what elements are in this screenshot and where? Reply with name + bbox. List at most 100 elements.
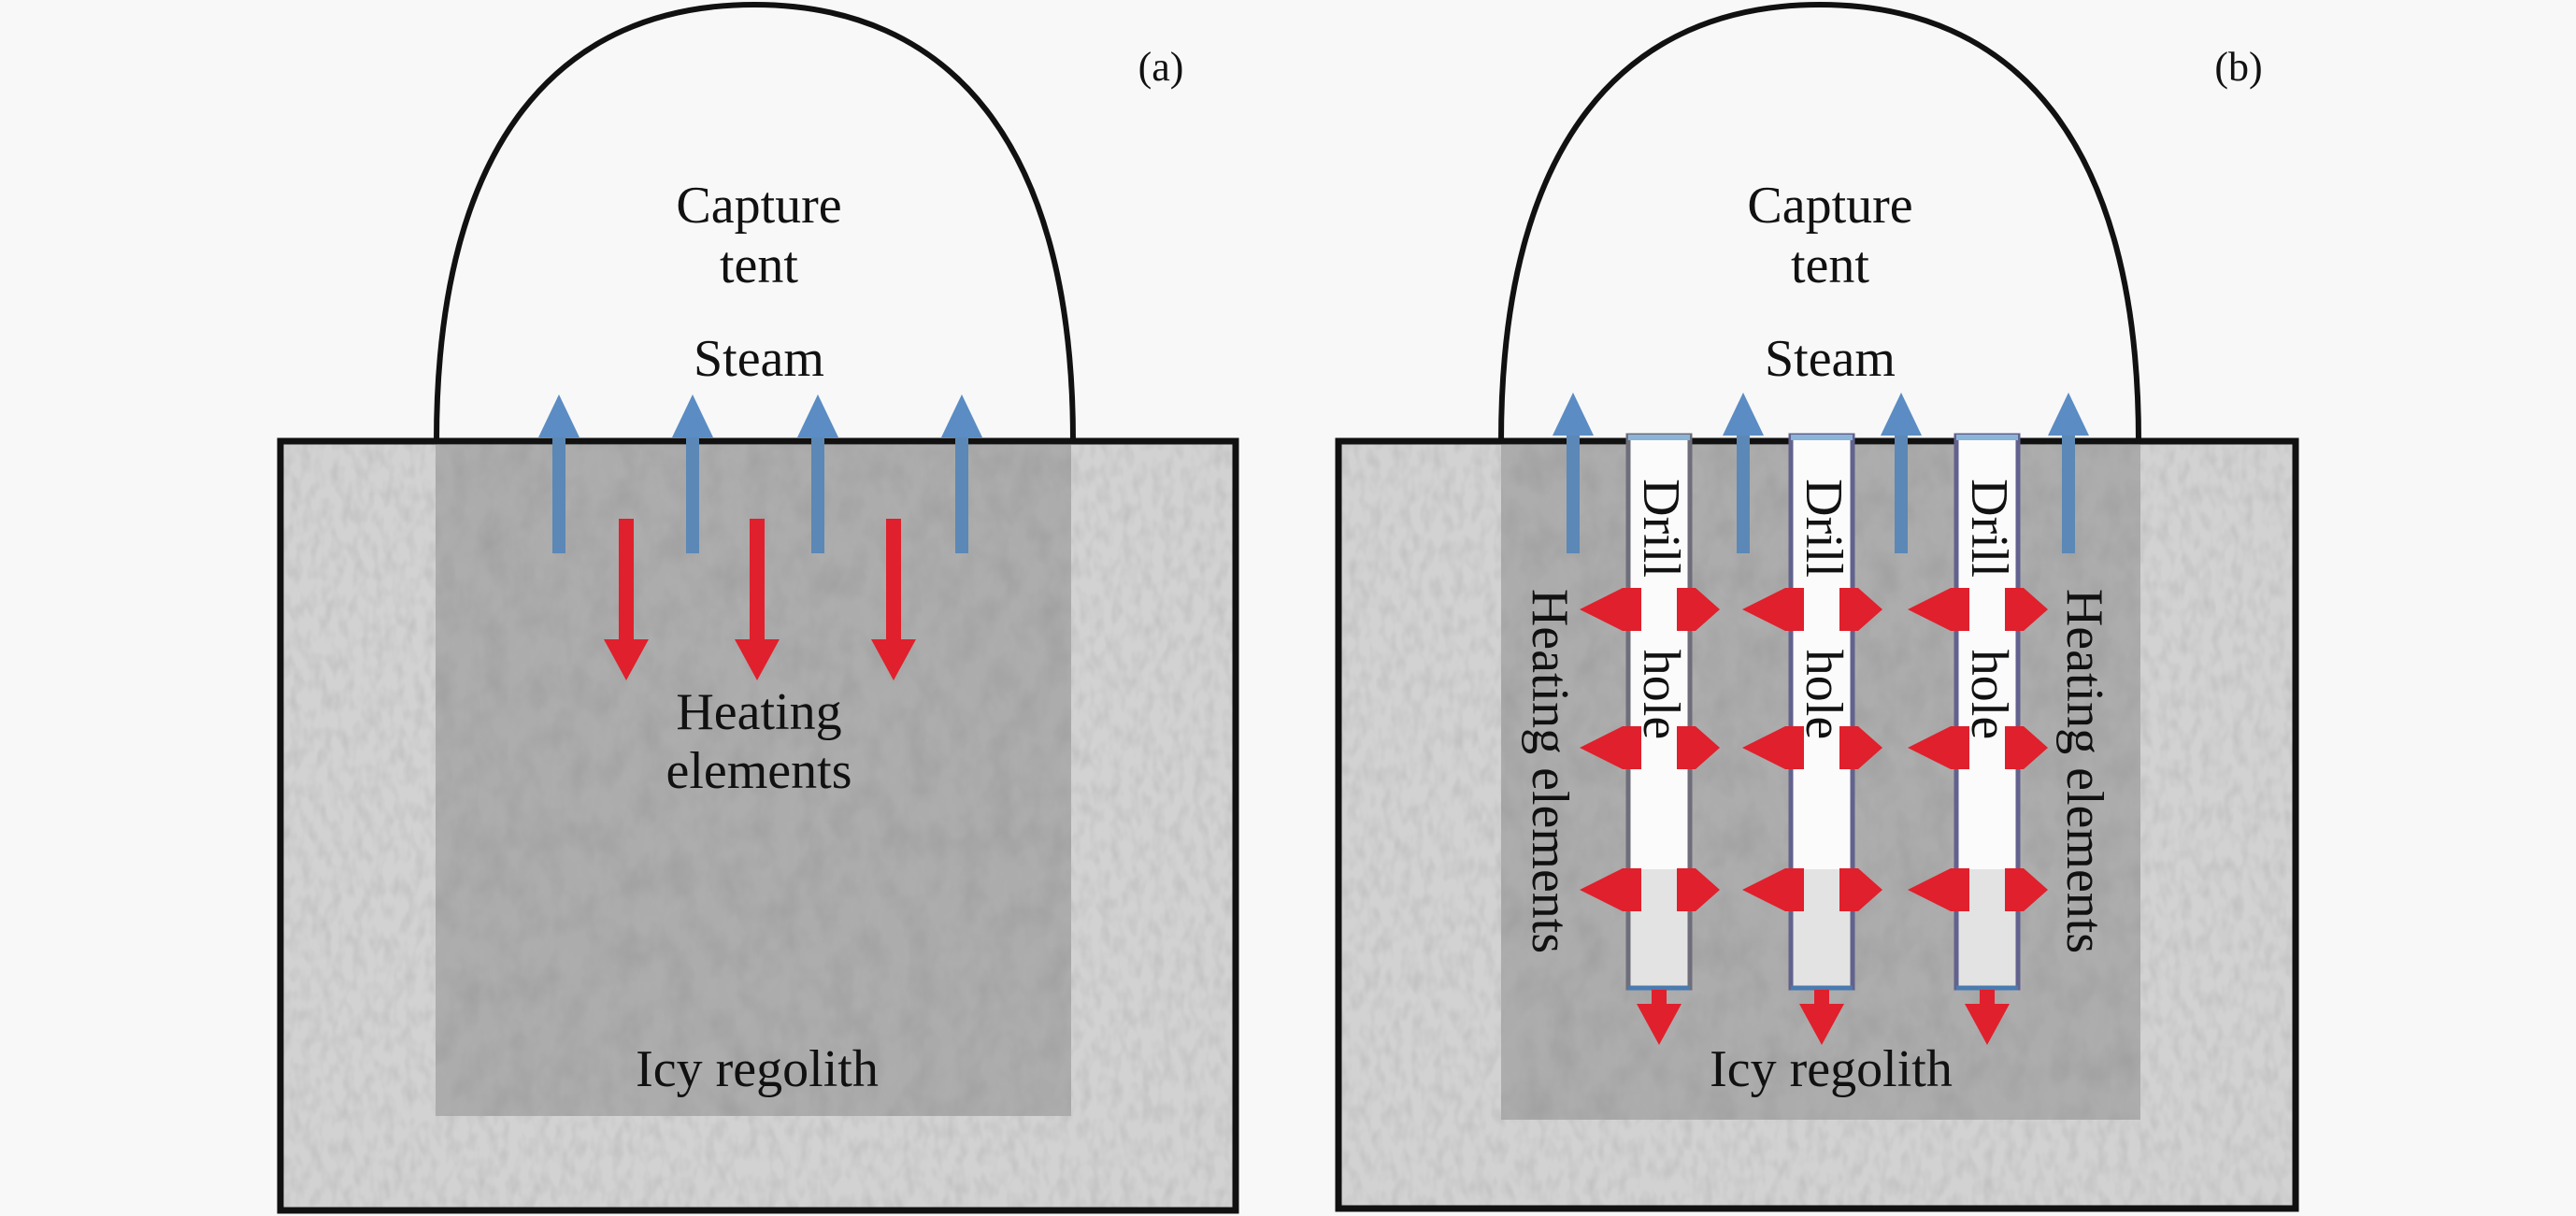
steam-arrow-head	[538, 394, 580, 437]
lateral-arrow-right-stub	[1677, 726, 1696, 769]
steam-arrow	[941, 394, 982, 553]
steam-arrow-shaft	[811, 436, 824, 553]
tent-label: Capture	[676, 177, 841, 235]
heating-arrows	[604, 519, 916, 680]
lateral-heat-arrows	[1742, 726, 1882, 769]
lateral-arrow-left-stub	[1623, 588, 1641, 631]
lateral-heat-arrows	[1908, 588, 2048, 631]
lateral-arrow-left-stub	[1785, 868, 1804, 911]
lateral-heat-arrows	[1580, 868, 1720, 911]
lateral-arrow-right-stub	[1839, 588, 1858, 631]
panel-label: (b)	[2214, 44, 2262, 90]
lateral-heat-arrows	[1742, 868, 1882, 911]
lateral-arrow-left-stub	[1951, 868, 1969, 911]
steam-arrow	[672, 394, 713, 553]
steam-arrows	[1553, 393, 2089, 553]
lateral-arrow-right-head	[1858, 868, 1882, 911]
panel-b: (b) Capture tent Steam DrillholeDrillhol…	[1335, 1, 2299, 1212]
panel-a: (a) Capture tent Steam Heating elements …	[277, 1, 1239, 1214]
lateral-arrow-left-head	[1742, 726, 1785, 769]
ground-box	[277, 437, 1239, 1214]
steam-arrow-head	[1723, 393, 1764, 436]
drill-label: Drill	[1960, 479, 2018, 578]
lateral-arrow-left-stub	[1785, 588, 1804, 631]
lateral-arrow-right-stub	[1839, 868, 1858, 911]
lateral-arrow-left-head	[1908, 868, 1951, 911]
drill-bottom-arrow	[1637, 990, 1682, 1045]
capture-tent	[434, 1, 1076, 442]
steam-arrow-head	[672, 394, 713, 437]
lateral-arrow-right-stub	[1839, 726, 1858, 769]
steam-arrows	[538, 394, 982, 553]
capture-tent	[1498, 1, 2141, 442]
drill-bottom-arrow-head	[1965, 1004, 2010, 1045]
steam-arrow-head	[797, 394, 838, 437]
steam-arrow-shaft	[686, 436, 699, 553]
lateral-arrow-left-head	[1742, 868, 1785, 911]
tent-label-line2: tent	[1791, 236, 1869, 294]
hole-label: hole	[1632, 650, 1690, 739]
lateral-arrow-left-stub	[1623, 868, 1641, 911]
lateral-heat-arrows	[1580, 726, 1720, 769]
lateral-heat-arrows	[1908, 868, 2048, 911]
lateral-arrow-right-head	[1858, 588, 1882, 631]
regolith-label: Icy regolith	[636, 1040, 879, 1098]
lateral-arrow-right-head	[1696, 726, 1720, 769]
heating-label-left: Heating elements	[1521, 589, 1579, 953]
drill-bottom-arrow-head	[1799, 1004, 1844, 1045]
lateral-arrow-right-head	[2024, 726, 2048, 769]
tent-label: Capture	[1747, 177, 1912, 235]
drill-hole-upper	[1956, 436, 2018, 869]
drill-bottom-arrow	[1799, 990, 1844, 1045]
steam-arrow	[1553, 393, 1594, 553]
drill-bottom-arrow-shaft	[1652, 990, 1667, 1006]
steam-arrow-head	[2048, 393, 2089, 436]
hole-label: hole	[1795, 650, 1853, 739]
steam-arrow-head	[1881, 393, 1922, 436]
steam-arrow	[2048, 393, 2089, 553]
drill-bottom-arrow-head	[1637, 1004, 1682, 1045]
steam-arrow	[1723, 393, 1764, 553]
lateral-arrow-right-stub	[2005, 868, 2024, 911]
lateral-arrow-right-stub	[1677, 588, 1696, 631]
tent-label-line2: tent	[720, 236, 798, 294]
lateral-arrow-left-head	[1580, 588, 1623, 631]
lateral-arrow-left-stub	[1785, 726, 1804, 769]
lateral-arrow-left-head	[1580, 726, 1623, 769]
drill-label: Drill	[1632, 479, 1690, 578]
steam-arrow-shaft	[955, 436, 968, 553]
steam-arrow	[1881, 393, 1922, 553]
lateral-arrow-right-head	[1858, 726, 1882, 769]
lateral-arrow-right-head	[1696, 588, 1720, 631]
steam-arrow	[538, 394, 580, 553]
heating-arrow	[871, 519, 916, 680]
lateral-arrow-left-head	[1908, 588, 1951, 631]
lateral-heat-arrows	[1908, 726, 2048, 769]
heating-arrow-head	[871, 639, 916, 680]
lateral-arrow-left-stub	[1951, 588, 1969, 631]
steam-arrow-shaft	[2062, 434, 2075, 553]
heating-arrow-shaft	[750, 519, 765, 641]
heating-label: Heating	[676, 683, 841, 741]
lateral-arrow-left-stub	[1951, 726, 1969, 769]
lateral-arrow-right-stub	[2005, 588, 2024, 631]
steam-label: Steam	[1765, 330, 1896, 388]
heating-arrow-head	[604, 639, 649, 680]
lateral-heat-arrows	[1580, 588, 1720, 631]
lateral-heat-arrows	[1742, 588, 1882, 631]
steam-arrow-shaft	[552, 436, 565, 553]
drill-bottom-arrow-shaft	[1814, 990, 1829, 1006]
lateral-arrow-left-head	[1908, 726, 1951, 769]
steam-arrow-head	[941, 394, 982, 437]
steam-label: Steam	[694, 330, 824, 388]
lateral-arrow-right-head	[2024, 588, 2048, 631]
lateral-arrow-right-stub	[2005, 726, 2024, 769]
drill-bottom-arrow	[1965, 990, 2010, 1045]
heating-arrow	[604, 519, 649, 680]
steam-arrow-shaft	[1737, 434, 1750, 553]
lateral-arrow-left-head	[1580, 868, 1623, 911]
heating-arrow-shaft	[886, 519, 901, 641]
